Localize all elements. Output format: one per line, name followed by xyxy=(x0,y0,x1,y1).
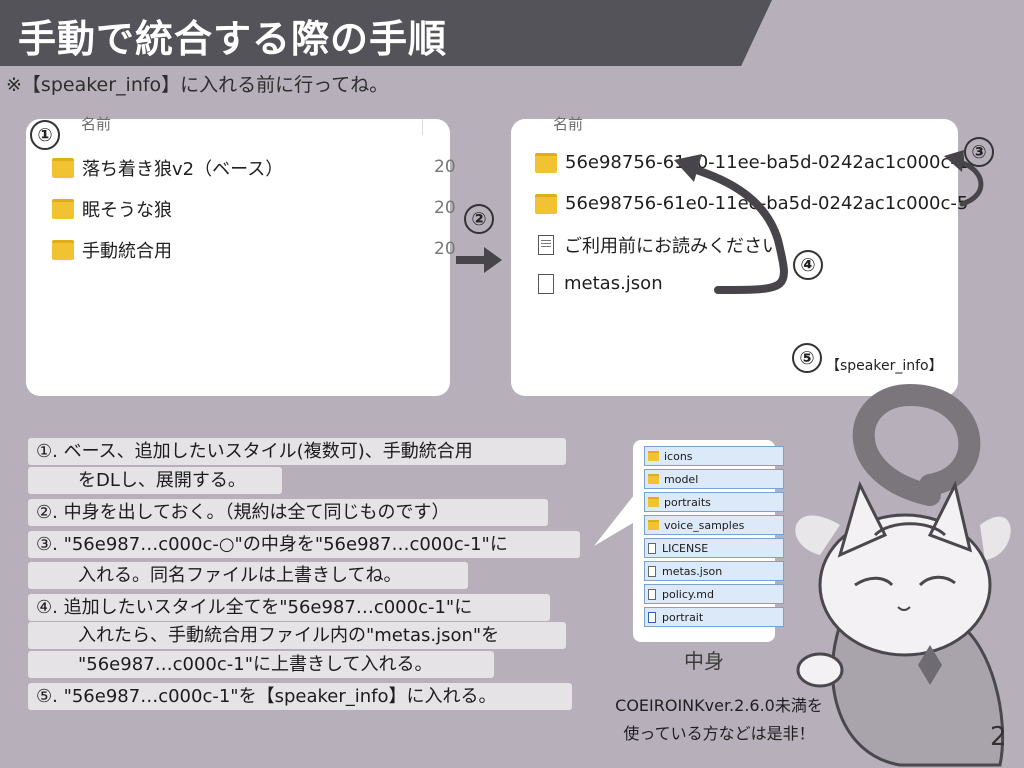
image-file-icon xyxy=(648,611,656,623)
content-item[interactable]: model xyxy=(644,469,784,489)
content-item-label: LICENSE xyxy=(662,541,709,555)
content-item-label: icons xyxy=(664,449,693,463)
folder-icon xyxy=(648,520,659,530)
step-4-line-1: ④. 追加したいスタイル全てを"56e987…c000c-1"に xyxy=(28,594,550,621)
step-4-line-2: 入れたら、手動統合用ファイル内の"metas.json"を xyxy=(28,622,566,649)
marker-1: ① xyxy=(30,120,60,150)
folder-label: 56e98756-61e0-11ee-ba5d-0242ac1c000c-1 xyxy=(565,152,969,173)
speaker-info-label: 【speaker_info】 xyxy=(826,358,943,374)
column-header-name: 名前 xyxy=(81,115,112,133)
folder-row[interactable]: 眠そうな狼 xyxy=(52,196,172,222)
folder-icon xyxy=(535,152,557,173)
folder-label: 56e98756-61e0-11ee-ba5d-0242ac1c000c-5 xyxy=(565,193,969,214)
date-cell: 20 xyxy=(434,239,456,259)
folder-icon xyxy=(52,240,74,260)
folder-icon xyxy=(648,474,659,484)
content-item-label: portraits xyxy=(664,495,711,509)
wolf-mascot-illustration xyxy=(795,383,1011,767)
folder-row[interactable]: 落ち着き狼v2（ベース） xyxy=(52,155,283,181)
file-label: ご利用前にお読みください xyxy=(564,236,780,257)
folder-row[interactable]: 56e98756-61e0-11ee-ba5d-0242ac1c000c-5 xyxy=(535,193,968,214)
date-cell: 20 xyxy=(434,157,456,177)
column-header-name: 名前 xyxy=(553,115,584,133)
title-bar xyxy=(0,0,772,66)
date-cell: 20 xyxy=(434,198,456,218)
folder-icon xyxy=(535,193,557,214)
step-4-line-3: "56e987…c000c-1"に上書きして入れる。 xyxy=(28,651,494,678)
marker-5: ⑤ xyxy=(792,343,822,373)
curved-arrows xyxy=(674,150,984,294)
content-item[interactable]: metas.json xyxy=(644,561,784,581)
content-item[interactable]: portrait xyxy=(644,607,784,627)
marker-4: ④ xyxy=(793,250,823,280)
folder-icon xyxy=(52,199,74,219)
content-item[interactable]: icons xyxy=(644,446,784,466)
folder-icon xyxy=(648,497,659,507)
folder-label: 落ち着き狼v2（ベース） xyxy=(82,159,284,180)
folder-label: 手動統合用 xyxy=(82,241,172,262)
step-1-line-2: をDLし、展開する。 xyxy=(28,467,282,494)
folder-row[interactable]: 手動統合用 xyxy=(52,237,172,263)
step-1-line-1: ①. ベース、追加したいスタイル(複数可)、手動統合用 xyxy=(28,438,566,465)
page-number: 2 xyxy=(990,722,1007,752)
step-5: ⑤. "56e987…c000c-1"を【speaker_info】に入れる。 xyxy=(28,683,572,710)
marker-2: ② xyxy=(464,204,494,234)
explorer-panel-source: 名前 落ち着き狼v2（ベース） 20 眠そうな狼 20 手動統合用 20 xyxy=(26,115,456,396)
content-item[interactable]: portraits xyxy=(644,492,784,512)
folder-row[interactable]: 56e98756-61e0-11ee-ba5d-0242ac1c000c-1 xyxy=(535,152,968,173)
content-item-label: policy.md xyxy=(662,587,715,601)
note-line: COEIROINKver.2.6.0未満を xyxy=(615,696,823,715)
folder-icon xyxy=(648,451,659,461)
file-row[interactable]: metas.json xyxy=(538,273,663,294)
note-line: 使っている方などは是非！ xyxy=(623,724,815,743)
content-item[interactable]: LICENSE xyxy=(644,538,784,558)
step-3-line-1: ③. "56e987…c000c-○"の中身を"56e987…c000c-1"に xyxy=(28,531,580,558)
contents-caption: 中身 xyxy=(684,649,724,673)
right-arrow-icon xyxy=(456,247,502,273)
content-item-label: voice_samples xyxy=(664,518,745,532)
folder-label: 眠そうな狼 xyxy=(82,200,172,221)
arrow-head-icon xyxy=(674,154,702,182)
file-icon xyxy=(648,565,656,577)
step-3-line-2: 入れる。同名ファイルは上書きしてね。 xyxy=(28,562,468,589)
folder-contents-card: icons model portraits voice_samples LICE… xyxy=(633,440,784,642)
file-row[interactable]: ご利用前にお読みください xyxy=(538,232,780,258)
folder-icon xyxy=(52,158,74,178)
file-icon xyxy=(648,588,656,600)
file-icon xyxy=(648,542,656,554)
text-file-icon xyxy=(538,235,554,255)
content-item-label: portrait xyxy=(662,610,704,624)
file-label: metas.json xyxy=(564,273,663,294)
content-item-label: metas.json xyxy=(662,564,723,578)
file-icon xyxy=(538,273,554,294)
speech-bubble-pointer xyxy=(594,490,638,546)
page-title: 手動で統合する際の手順 xyxy=(18,17,448,61)
content-item[interactable]: policy.md xyxy=(644,584,784,604)
subtitle-note: ※【speaker_info】に入れる前に行ってね。 xyxy=(6,74,389,96)
marker-3: ③ xyxy=(964,137,994,167)
content-item-label: model xyxy=(664,472,699,486)
content-item[interactable]: voice_samples xyxy=(644,515,784,535)
explorer-panel-speaker-info: 名前 56e98756-61e0-11ee-ba5d-0242ac1c000c-… xyxy=(511,115,968,396)
column-separator xyxy=(422,119,423,135)
step-2: ②. 中身を出しておく。（規約は全て同じものです） xyxy=(28,499,548,526)
arrow-head-icon xyxy=(944,150,964,172)
version-note: COEIROINKver.2.6.0未満を 使っている方などは是非！ xyxy=(594,692,844,748)
